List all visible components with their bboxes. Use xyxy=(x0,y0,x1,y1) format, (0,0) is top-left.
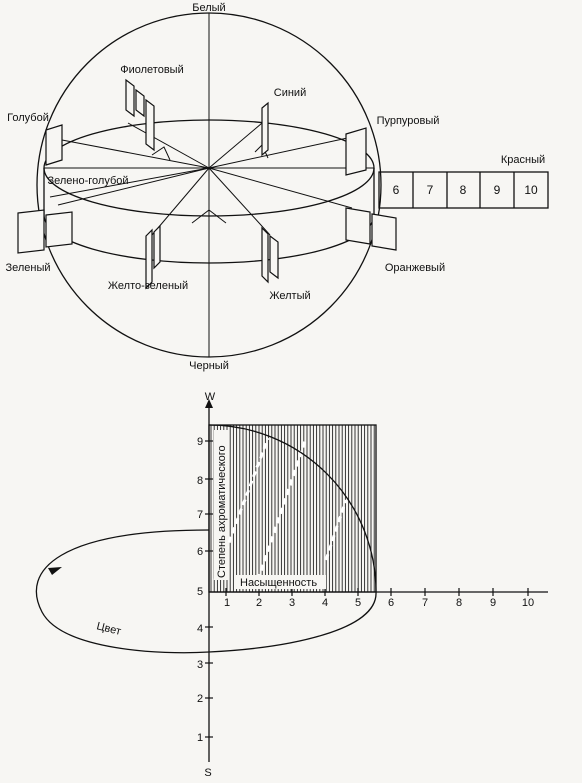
label-yellow: Желтый xyxy=(269,290,310,302)
red-scale: 6 7 8 9 10 xyxy=(378,171,549,209)
axis-label-w: W xyxy=(205,391,216,403)
color-solid-diagram: 6 7 8 9 10 Белый Фиолетовый Синий Голубо… xyxy=(5,2,549,372)
v-tick-9: 9 xyxy=(197,436,203,448)
h-tick-7: 7 xyxy=(422,597,428,609)
hue-label: Цвет xyxy=(95,620,122,638)
hue-loop xyxy=(35,529,377,654)
hue-chips xyxy=(17,78,397,290)
vertical-label-bg xyxy=(214,430,228,580)
label-white: Белый xyxy=(192,2,225,14)
label-red: Красный xyxy=(501,154,545,166)
label-blue: Синий xyxy=(274,87,306,99)
h-tick-4: 4 xyxy=(322,597,328,609)
v-tick-1: 1 xyxy=(197,732,203,744)
h-tick-8: 8 xyxy=(456,597,462,609)
tri-yellowgreen xyxy=(191,209,227,224)
red-scale-10: 10 xyxy=(524,183,538,197)
v-tick-7: 7 xyxy=(197,509,203,521)
v-tick-8: 8 xyxy=(197,475,203,487)
v-tick-6: 6 xyxy=(197,546,203,558)
label-orange: Оранжевый xyxy=(385,262,445,274)
h-tick-6: 6 xyxy=(388,597,394,609)
axis-label-s: S xyxy=(204,767,211,779)
axis-ticks xyxy=(205,440,529,738)
v-tick-2: 2 xyxy=(197,693,203,705)
horizontal-label: Насыщенность xyxy=(240,577,317,589)
label-black: Черный xyxy=(189,360,229,372)
quarter-arc xyxy=(208,424,377,593)
saturation-hatching xyxy=(210,425,375,592)
h-tick-3: 3 xyxy=(289,597,295,609)
h-tick-5: 5 xyxy=(355,597,361,609)
label-cyan: Голубой xyxy=(7,112,49,124)
v-tick-3: 3 xyxy=(197,659,203,671)
horizontal-label-bg xyxy=(236,575,326,589)
vertical-axis-arrow xyxy=(205,399,213,408)
red-scale-7: 7 xyxy=(427,183,434,197)
red-scale-9: 9 xyxy=(494,183,501,197)
red-scale-8: 8 xyxy=(460,183,467,197)
hue-loop-arrow xyxy=(48,567,62,575)
v-tick-4: 4 xyxy=(197,623,203,635)
h-tick-2: 2 xyxy=(256,597,262,609)
hue-spokes xyxy=(44,117,374,236)
h-tick-1: 1 xyxy=(224,597,230,609)
vertical-label: Степень ахроматического xyxy=(216,445,228,578)
saturation-value-diagram: W S 9 8 7 6 5 4 3 2 1 1 2 3 4 5 6 7 8 9 … xyxy=(35,391,548,779)
label-green: Зеленый xyxy=(5,262,50,274)
v-tick-5: 5 xyxy=(197,586,203,598)
red-scale-6: 6 xyxy=(393,183,400,197)
tri-violet xyxy=(151,146,171,161)
h-tick-9: 9 xyxy=(490,597,496,609)
label-blue-green: Зелено-голубой xyxy=(47,175,128,187)
h-tick-10: 10 xyxy=(522,597,534,609)
label-violet: Фиолетовый xyxy=(120,64,183,76)
label-yellow-green: Желто-зеленый xyxy=(108,280,188,292)
saturation-square xyxy=(208,424,377,593)
label-purple: Пурпуровый xyxy=(377,115,440,127)
